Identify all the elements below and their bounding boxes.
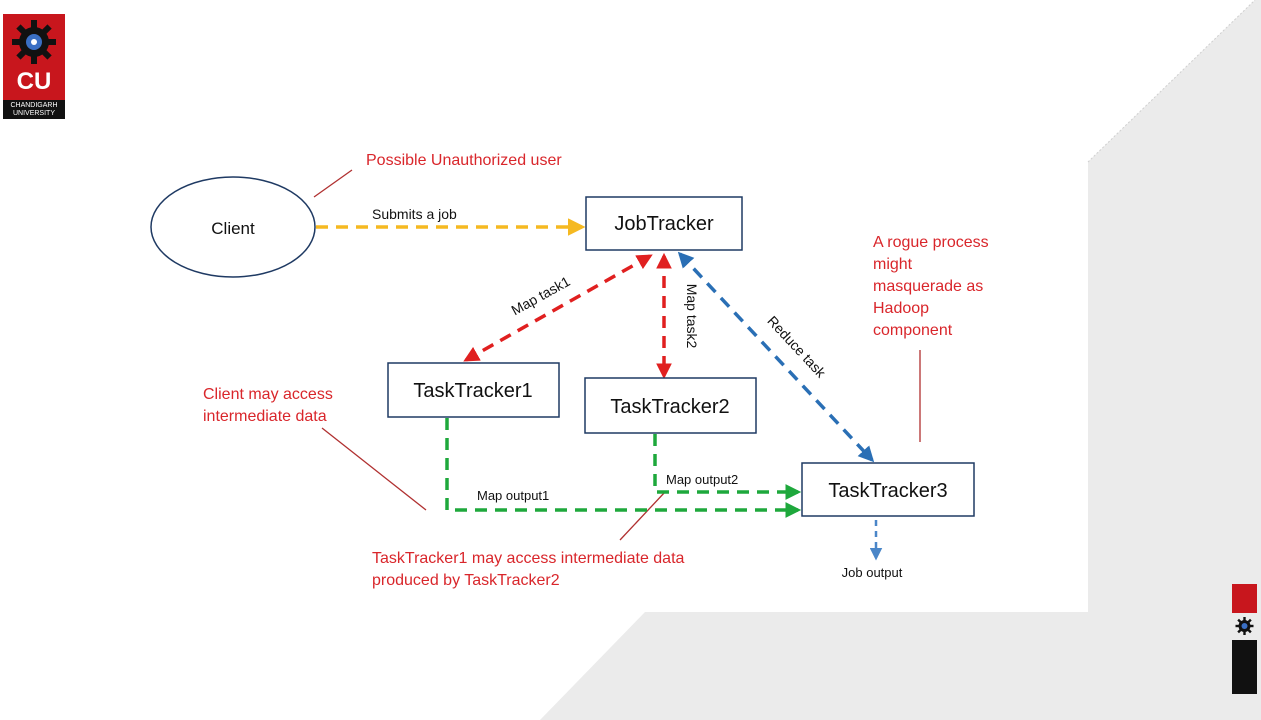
map-task1-arrow <box>463 254 653 362</box>
rogue-process-note: A rogue process might masquerade as Hado… <box>873 234 993 339</box>
rogue-line-5: component <box>873 322 953 339</box>
panel-edge-top <box>1087 0 1256 163</box>
logo-subtitle-line1: CHANDIGARH <box>10 102 58 109</box>
client-access-note: Client may access intermediate data <box>203 386 337 425</box>
logo-subtitle-line2: UNIVERSITY <box>12 110 55 117</box>
tasktracker-access-line-2: produced by TaskTracker2 <box>372 572 560 589</box>
background-panel <box>540 0 1261 720</box>
gear-emblem-icon <box>12 20 56 64</box>
rogue-line-3: masquerade as <box>873 278 983 295</box>
rogue-line-2: might <box>873 256 913 273</box>
university-logo: CU CHANDIGARH UNIVERSITY <box>3 14 65 119</box>
map-output1-label: Map output1 <box>477 488 549 503</box>
client-access-line-2: intermediate data <box>203 408 327 425</box>
reduce-task-arrow <box>677 251 875 463</box>
tasktracker1-node <box>387 362 560 418</box>
rogue-line-1: A rogue process <box>873 234 989 251</box>
tasktracker-access-line-1: TaskTracker1 may access intermediate dat… <box>372 550 685 567</box>
tasktracker-access-note: TaskTracker1 may access intermediate dat… <box>372 550 689 589</box>
jobtracker-label: JobTracker <box>614 213 714 235</box>
client-label: Client <box>211 219 255 238</box>
tasktracker2-node <box>584 377 757 434</box>
side-red-block <box>1232 584 1257 613</box>
submits-job-label: Submits a job <box>372 206 457 222</box>
map-output1-arrow <box>445 418 802 518</box>
tasktracker2-label: TaskTracker2 <box>610 396 729 418</box>
map-task2-label: Map task2 <box>684 284 700 349</box>
logo-subtitle: CHANDIGARH UNIVERSITY <box>3 100 65 119</box>
map-output2-label: Map output2 <box>666 472 738 487</box>
job-output-label: Job output <box>842 565 903 580</box>
tasktracker1-label: TaskTracker1 <box>413 380 532 402</box>
side-black-block <box>1232 640 1257 694</box>
jobtracker-node <box>585 196 743 251</box>
unauthorized-user-note: Possible Unauthorized user <box>366 152 562 169</box>
unauthorized-pointer-line <box>313 169 353 198</box>
client-access-line-1: Client may access <box>203 386 333 403</box>
tasktracker3-label: TaskTracker3 <box>828 480 947 502</box>
map-task1-label: Map task1 <box>508 273 572 318</box>
tasktracker-access-pointer-line <box>619 491 666 541</box>
tasktracker3-node <box>801 462 975 517</box>
side-gear-icon <box>1235 617 1254 635</box>
logo-initials: CU <box>16 68 52 95</box>
rogue-line-4: Hadoop <box>873 300 929 317</box>
client-node <box>150 176 316 278</box>
client-access-pointer-line <box>321 427 427 511</box>
reduce-task-label: Reduce task <box>764 313 829 382</box>
